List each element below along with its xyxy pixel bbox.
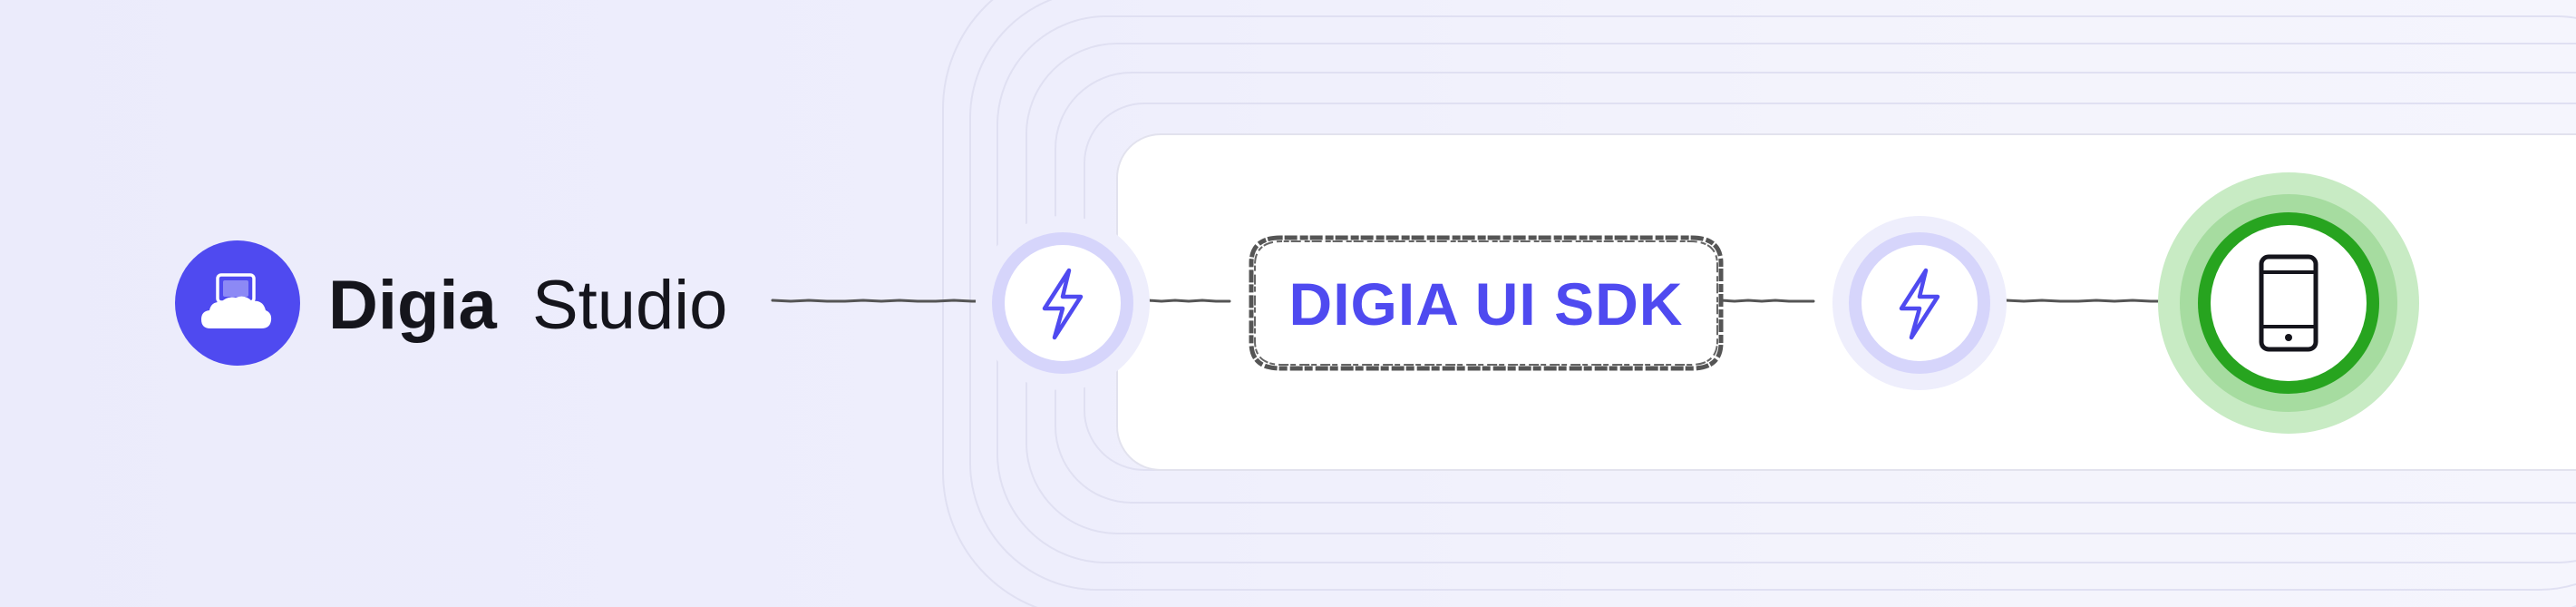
connector-line-4 <box>2004 299 2183 303</box>
lightning-node-1 <box>976 216 1150 390</box>
brand-name-regular: Studio <box>532 267 728 344</box>
sdk-label: DIGIA UI SDK <box>1289 270 1684 338</box>
brand-logo <box>175 240 300 366</box>
connector-line-3 <box>1719 299 1815 303</box>
brand-name-bold: Digia <box>328 267 498 344</box>
lightning-bolt-icon <box>1899 268 1940 340</box>
lightning-node-2 <box>1832 216 2007 390</box>
smartphone-icon <box>2259 254 2318 352</box>
lightning-bolt-icon <box>1042 268 1084 340</box>
connector-line-2 <box>1146 299 1231 303</box>
brand-text: Digia Studio <box>328 267 727 344</box>
cloud-window-icon <box>201 273 272 328</box>
sdk-box: DIGIA UI SDK <box>1249 235 1724 371</box>
device-node <box>2158 172 2419 434</box>
